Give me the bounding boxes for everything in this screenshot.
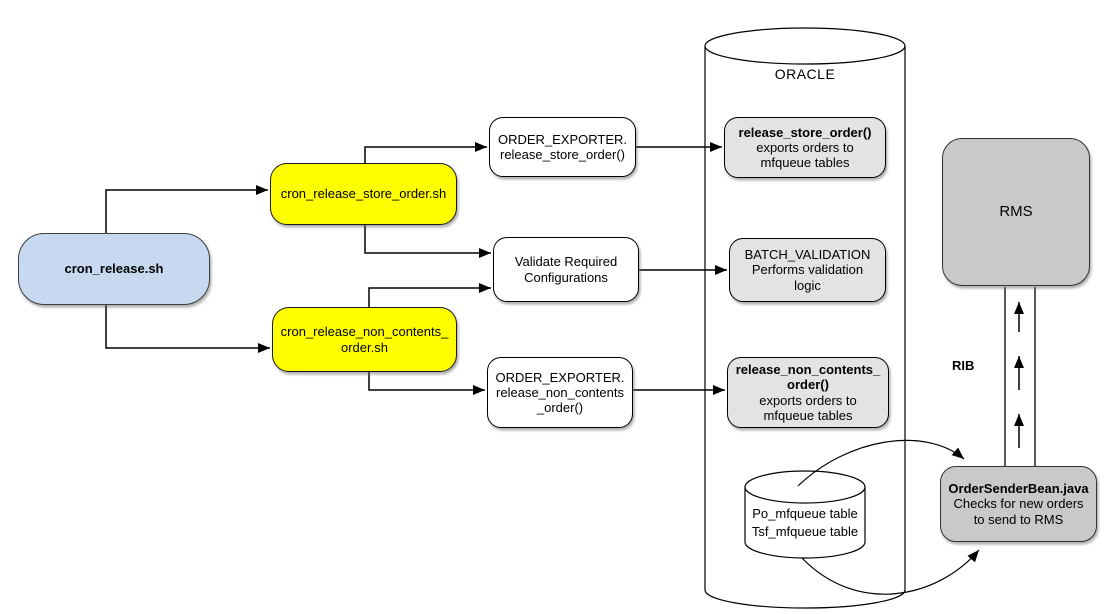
bean-line2: to send to RMS — [973, 511, 1064, 527]
cron-release-store-order-box: cron_release_store_order.sh — [270, 163, 457, 225]
order-exporter-non-contents-box: ORDER_EXPORTER. release_non_contents _or… — [487, 357, 633, 428]
order-exporter-store-box: ORDER_EXPORTER. release_store_order() — [489, 117, 636, 177]
arrow-noncontents-to-exporter — [368, 372, 485, 395]
exporter-nc-line2: release_non_contents — [496, 384, 624, 400]
batch-validation-line2: Performs validation — [751, 262, 864, 278]
cron-release-box: cron_release.sh — [18, 233, 210, 305]
rms-label: RMS — [999, 203, 1033, 221]
arrow-noncontents-to-validate — [368, 283, 491, 307]
arrow-cron-to-store-order — [105, 185, 268, 233]
non-contents-line1: cron_release_non_contents_ — [280, 324, 449, 340]
order-sender-bean-box: OrderSenderBean.java Checks for new orde… — [940, 466, 1097, 542]
exporter-nc-line3: _order() — [536, 400, 584, 416]
mfqueue-line1: Po_mfqueue table — [752, 506, 858, 521]
proc-nc-title2: order() — [787, 377, 829, 393]
exporter-store-line1: ORDER_EXPORTER. — [497, 131, 628, 147]
cron-release-non-contents-order-box: cron_release_non_contents_ order.sh — [272, 307, 457, 372]
mfqueue-tables-label: Po_mfqueue table Tsf_mfqueue table — [741, 505, 869, 540]
proc-store-title: release_store_order() — [738, 124, 872, 140]
batch-validation-box: BATCH_VALIDATION Performs validation log… — [729, 238, 886, 302]
cron-release-label: cron_release.sh — [64, 261, 164, 277]
bean-line1: Checks for new orders — [953, 496, 1084, 512]
proc-nc-line1: exports orders to — [759, 392, 857, 408]
non-contents-line2: order.sh — [341, 339, 388, 355]
exporter-nc-line1: ORDER_EXPORTER. — [495, 369, 625, 385]
exporter-store-line2: release_store_order() — [499, 147, 625, 162]
batch-validation-line1: BATCH_VALIDATION — [744, 247, 871, 262]
oracle-cylinder — [704, 27, 906, 609]
arrow-cron-to-non-contents — [105, 305, 270, 353]
proc-store-line2: mfqueue tables — [760, 155, 850, 171]
proc-store-line1: exports orders to — [756, 139, 854, 155]
oracle-cylinder-label: ORACLE — [774, 66, 836, 82]
arrow-bean-poll-mfqueue — [801, 549, 980, 595]
validate-line1: Validate Required — [514, 254, 618, 270]
cron-release-store-order-label: cron_release_store_order.sh — [280, 186, 447, 202]
release-store-order-proc-box: release_store_order() exports orders to … — [724, 117, 886, 178]
mfqueue-line2: Tsf_mfqueue table — [751, 523, 859, 539]
arrow-store-to-exporter — [364, 142, 487, 163]
validate-configurations-box: Validate Required Configurations — [493, 237, 639, 302]
bean-title: OrderSenderBean.java — [948, 481, 1089, 496]
rib-label: RIB — [952, 358, 975, 373]
rib-channel — [1004, 287, 1036, 466]
rms-box: RMS — [942, 138, 1090, 286]
proc-nc-title1: release_non_contents_ — [735, 361, 881, 377]
proc-nc-line2: mfqueue tables — [763, 407, 853, 423]
arrow-store-to-validate — [364, 225, 491, 258]
validate-line2: Configurations — [524, 269, 608, 285]
release-non-contents-proc-box: release_non_contents_ order() exports or… — [727, 357, 889, 428]
arrow-mfqueue-to-bean — [797, 439, 965, 487]
batch-validation-line3: logic — [794, 277, 821, 293]
mfqueue-cylinder — [744, 470, 866, 559]
